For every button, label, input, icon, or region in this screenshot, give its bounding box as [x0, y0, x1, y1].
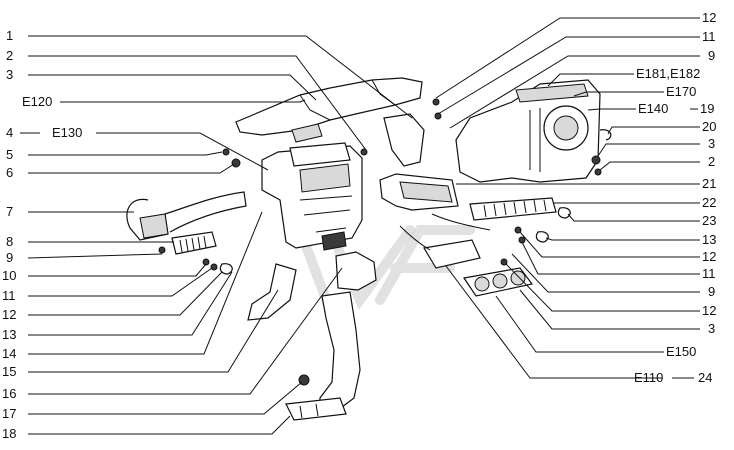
right-vent-grille-part — [469, 197, 557, 221]
callout-label: 20 — [702, 119, 716, 134]
callout-label: 19 — [700, 101, 714, 116]
fasteners-part — [158, 98, 612, 386]
callout-label: E181,E182 — [636, 66, 700, 81]
callout-label: 15 — [2, 364, 16, 379]
callout-label: E170 — [666, 84, 696, 99]
callout-label: 24 — [698, 370, 712, 385]
callout-label: E120 — [22, 94, 52, 109]
callout-label: 6 — [6, 165, 13, 180]
callout-label: 11 — [2, 288, 16, 303]
callout-label: 18 — [2, 426, 16, 441]
callout-label: 4 — [6, 125, 13, 140]
air-hose-part — [126, 191, 247, 241]
callout-label: 11 — [702, 29, 716, 44]
callout-label: 3 — [708, 136, 715, 151]
callout-label: 12 — [702, 10, 716, 25]
callout-label: 12 — [702, 303, 716, 318]
callout-label: 9 — [708, 48, 715, 63]
callout-label: 13 — [2, 327, 16, 342]
side-vent-grille-part — [171, 231, 217, 255]
callout-label: 5 — [6, 147, 13, 162]
center-floor-duct-part — [285, 251, 377, 421]
upper-air-duct-part — [235, 77, 423, 143]
lower-left-duct-part — [247, 263, 297, 321]
callout-label: 2 — [6, 48, 13, 63]
heater-unit-housing-part — [261, 142, 363, 251]
callout-label: 11 — [702, 266, 716, 281]
callout-label: E110 — [634, 370, 663, 385]
callout-label: 10 — [2, 268, 16, 283]
callout-label: 16 — [2, 386, 16, 401]
callout-label: 8 — [6, 234, 13, 249]
callout-label: 9 — [708, 284, 715, 299]
callout-label: 12 — [702, 249, 716, 264]
callout-label: 2 — [708, 154, 715, 169]
callout-label: 14 — [2, 346, 16, 361]
air-conditioner-evaporator-unit-part — [455, 79, 601, 183]
callout-label: E130 — [52, 125, 82, 140]
callout-label: 22 — [702, 195, 716, 210]
callout-label: 9 — [6, 250, 13, 265]
callout-label: 23 — [702, 213, 716, 228]
callout-label: 17 — [2, 406, 16, 421]
callout-label: 3 — [708, 321, 715, 336]
control-panel-part — [399, 213, 534, 297]
leader-lines — [20, 17, 700, 435]
left-callout-labels: 1 2 3 E120 4 E130 5 6 7 8 9 10 11 12 13 … — [2, 28, 82, 441]
callout-label: E150 — [666, 344, 696, 359]
right-callout-labels: 12 11 9 E181,E182 E170 E140 19 20 3 2 21… — [634, 10, 716, 385]
callout-label: 12 — [2, 307, 16, 322]
center-air-distributor-part — [379, 113, 459, 211]
callout-label: 13 — [702, 232, 716, 247]
callout-label: 3 — [6, 67, 13, 82]
callout-label: 7 — [6, 204, 13, 219]
callout-label: E140 — [638, 101, 668, 116]
callout-label: 21 — [702, 176, 716, 191]
callout-label: 1 — [6, 28, 13, 43]
